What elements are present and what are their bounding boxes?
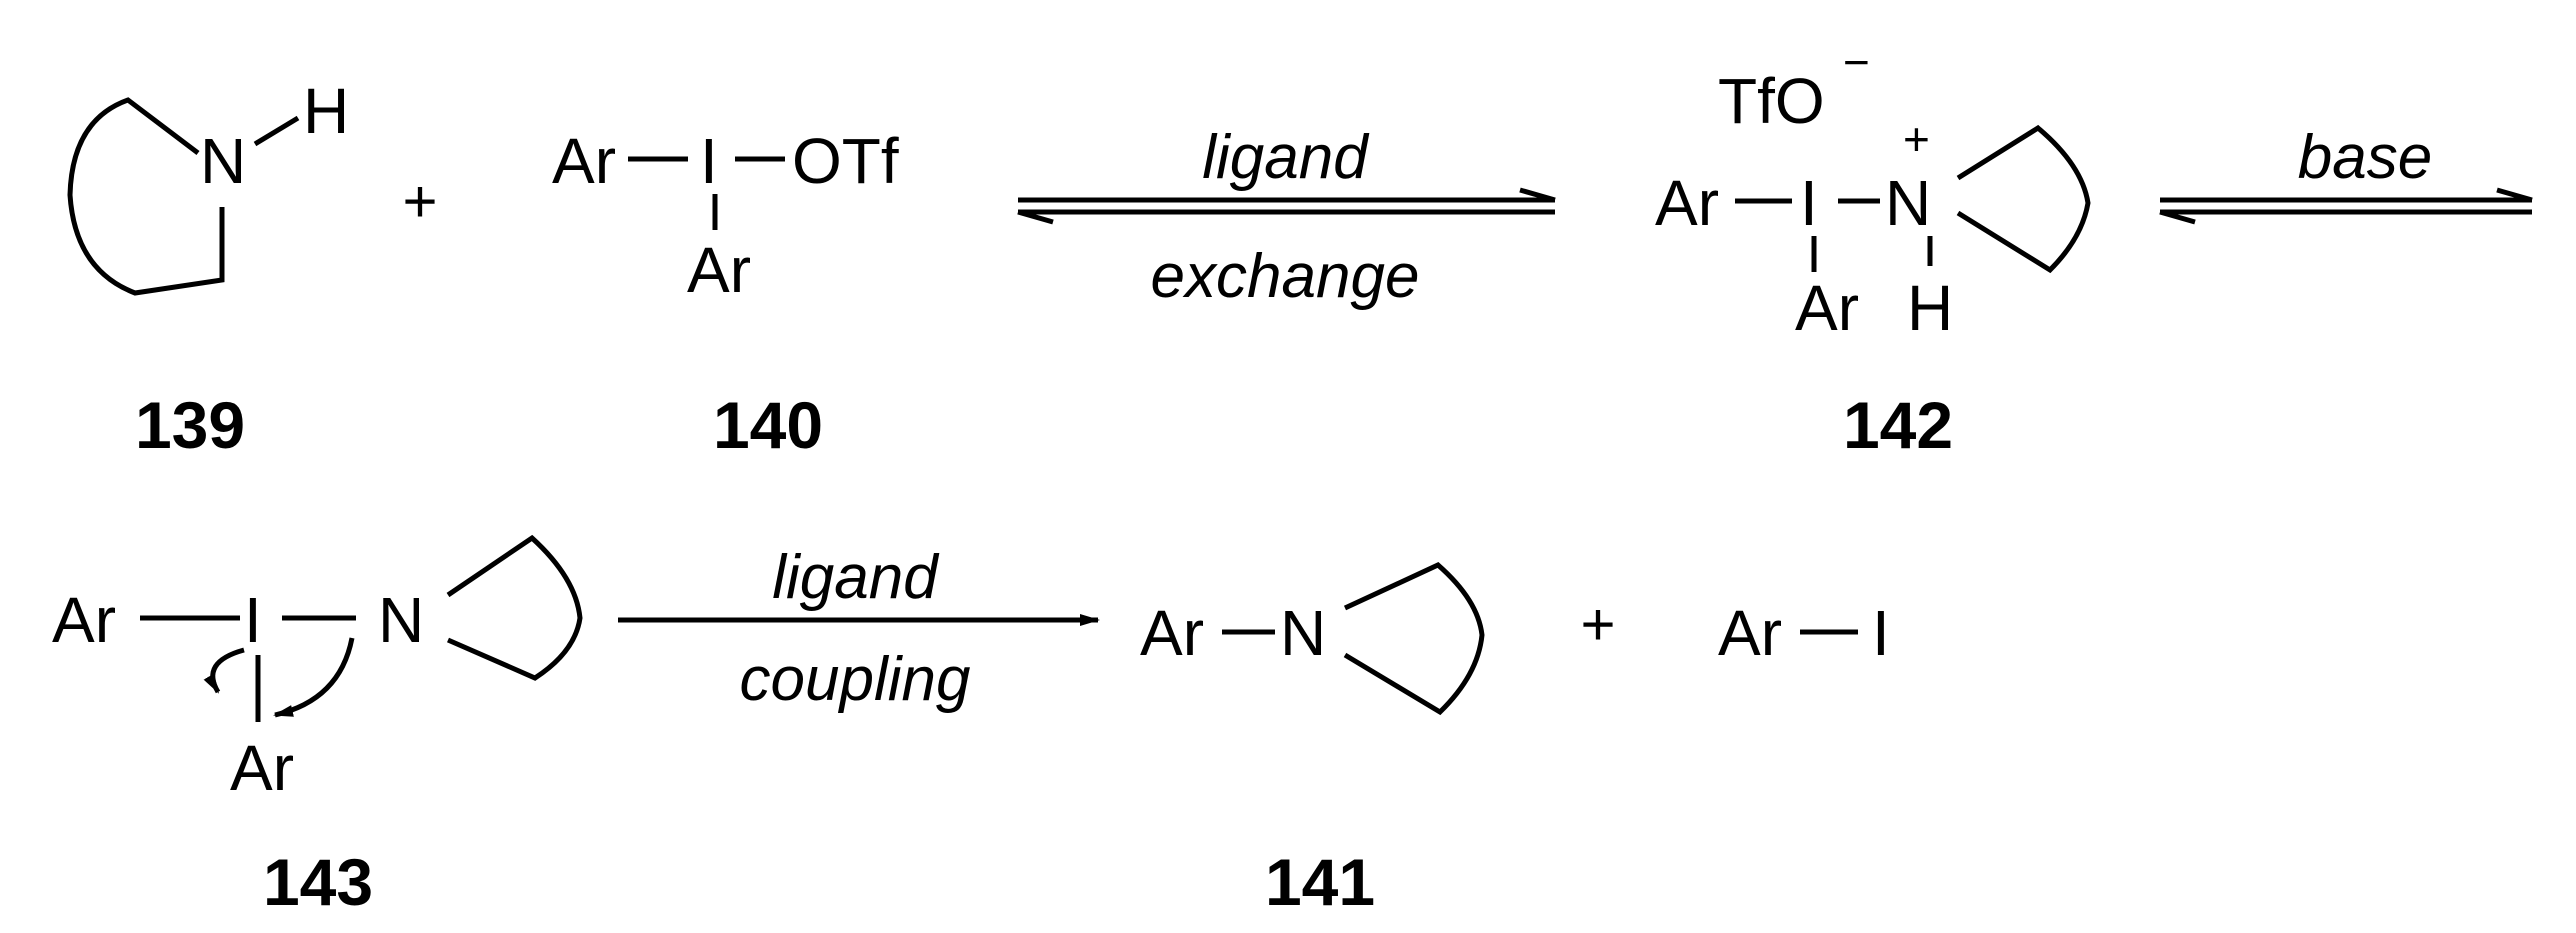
reverse-half-head [2159,209,2196,225]
compound-141: Ar N 141 [1140,562,1485,919]
compound-140: Ar I OTf Ar 140 [552,125,899,462]
hydrogen-atom: H [1907,272,1953,344]
triflate-group: OTf [792,125,899,197]
nitrogen-atom: N [378,584,424,656]
aryl-group: Ar [1655,167,1719,239]
iodine-atom: I [244,584,262,656]
nitrogen-atom: N [1280,597,1326,669]
aryl-group: Ar [1140,597,1204,669]
forward-half-head [2496,187,2533,203]
reverse-half-head [1017,209,1054,225]
equilibrium-arrow-base: base [2159,123,2533,225]
compound-143: Ar I N Ar 143 [52,534,583,919]
plus-sign: + [402,168,437,235]
condition-ligand: ligand [1202,123,1370,192]
condition-base: base [2298,123,2432,192]
equilibrium-arrow-ligand-exchange: ligand exchange [1017,123,1556,311]
aryl-group-bottom: Ar [1795,272,1859,344]
nitrogen-atom: N [200,125,246,197]
ring-139 [67,97,225,296]
plus-sign: + [1580,591,1615,658]
electron-pushing-arrow-2 [273,637,355,718]
compound-label-143: 143 [263,845,373,919]
ring-143 [446,534,583,681]
compound-142: TfO − Ar I N + Ar H 142 [1655,36,2091,462]
aryl-group: Ar [52,584,116,656]
iodine-atom: I [1872,597,1890,669]
aryl-group-bottom: Ar [687,234,751,306]
reaction-arrow-ligand-coupling: ligand coupling [618,543,1100,714]
hydrogen-atom: H [303,75,349,147]
aryl-group: Ar [1718,597,1782,669]
byproduct-aryl-iodide: Ar I [1718,597,1890,669]
aryl-group: Ar [552,125,616,197]
electron-pushing-arrow-1 [203,647,245,694]
nitrogen-atom: N [1885,167,1931,239]
compound-label-140: 140 [713,388,823,462]
ring-142 [1956,124,2091,274]
condition-coupling: coupling [740,645,971,714]
compound-label-141: 141 [1265,845,1375,919]
condition-ligand: ligand [772,543,940,612]
aryl-group-bottom: Ar [230,732,294,804]
negative-charge: − [1843,36,1870,88]
iodine-atom: I [700,125,718,197]
compound-label-139: 139 [135,388,245,462]
condition-exchange: exchange [1151,242,1420,311]
nh-bond [253,115,300,147]
forward-half-head [1519,187,1556,203]
compound-139: N H 139 [67,75,349,462]
ring-141 [1343,562,1485,716]
iodine-atom: I [1800,167,1818,239]
compound-label-142: 142 [1843,388,1953,462]
triflate-counterion: TfO [1718,65,1825,137]
positive-charge: + [1903,113,1930,165]
